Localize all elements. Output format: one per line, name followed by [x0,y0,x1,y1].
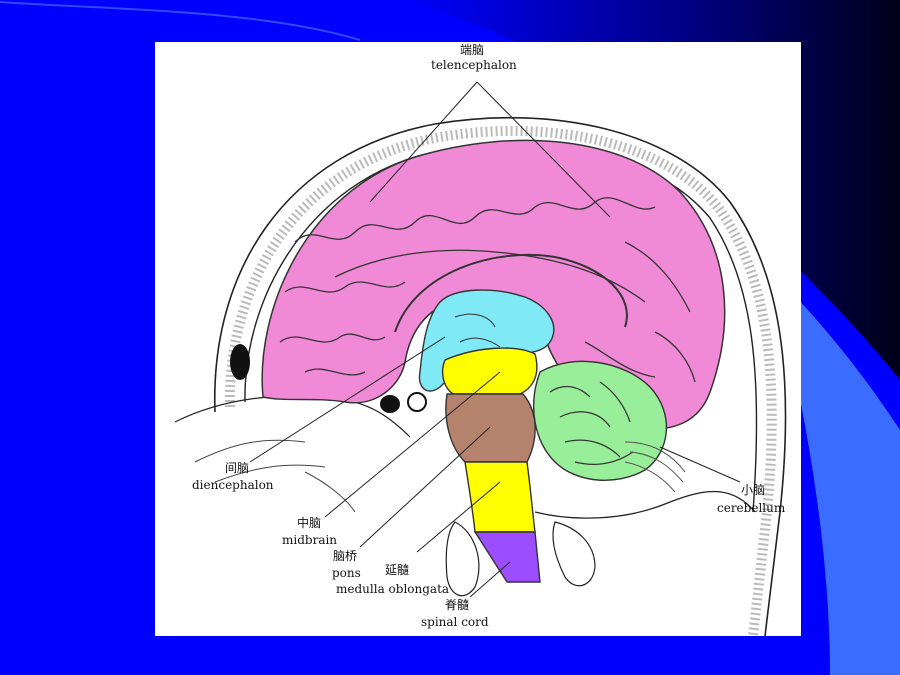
label-cerebellum-en: cerebellum [717,501,786,515]
sinus-blob [407,392,427,412]
vertebra-shape [552,521,596,587]
leader-line-telencephalon [369,81,611,218]
cerebellum-folia [549,381,634,465]
gyri-lines [279,197,696,383]
accent-wave-shape [770,270,900,675]
label-spinal-cn: 脊髓 [445,598,470,612]
midbrain-region [441,347,538,395]
leader-line-pons [359,426,491,548]
spinal-cord-region [473,531,541,583]
vertebra-shape [445,521,480,597]
top-swoosh-shape [0,1,361,41]
cerebellum-region [533,360,668,481]
sinus-blob [230,344,250,380]
pons-region [445,393,536,463]
corpus-callosum [394,253,628,333]
sinus-blob [380,395,400,413]
skull-base [534,490,756,519]
label-medulla-cn: 延髓 [385,563,410,577]
skull-bone-band [224,125,777,636]
label-midbrain-cn: 中脑 [297,516,322,530]
label-pons-en: pons [332,566,361,580]
label-telencephalon-en: telencephalon [431,58,517,72]
leader-line-medulla [416,481,501,553]
leader-line-spinal [469,561,511,598]
leader-line-cerebellum [659,446,741,483]
brain-diagram-panel: 端脑 telencephalon 间脑 diencephalon 中脑 midb… [155,42,801,636]
brain-sagittal-diagram [174,81,787,636]
label-diencephalon-en: diencephalon [192,478,274,492]
label-diencephalon-cn: 间脑 [225,461,250,475]
medulla-oblongata-region [464,461,536,533]
label-pons-cn: 脑桥 [333,549,358,563]
label-midbrain-en: midbrain [282,533,338,547]
cerebellum-hatch [624,441,686,493]
skull-outline [214,116,787,636]
nasal-lines [194,439,356,513]
leader-line-diencephalon [249,336,446,463]
diencephalon-detail [454,313,501,348]
label-medulla-en: medulla oblongata [336,582,450,596]
face-outline [174,395,411,438]
label-spinal-en: spinal cord [421,615,489,629]
leader-line-midbrain [324,371,501,518]
label-telencephalon-cn: 端脑 [460,43,485,57]
label-cerebellum-cn: 小脑 [741,483,766,497]
